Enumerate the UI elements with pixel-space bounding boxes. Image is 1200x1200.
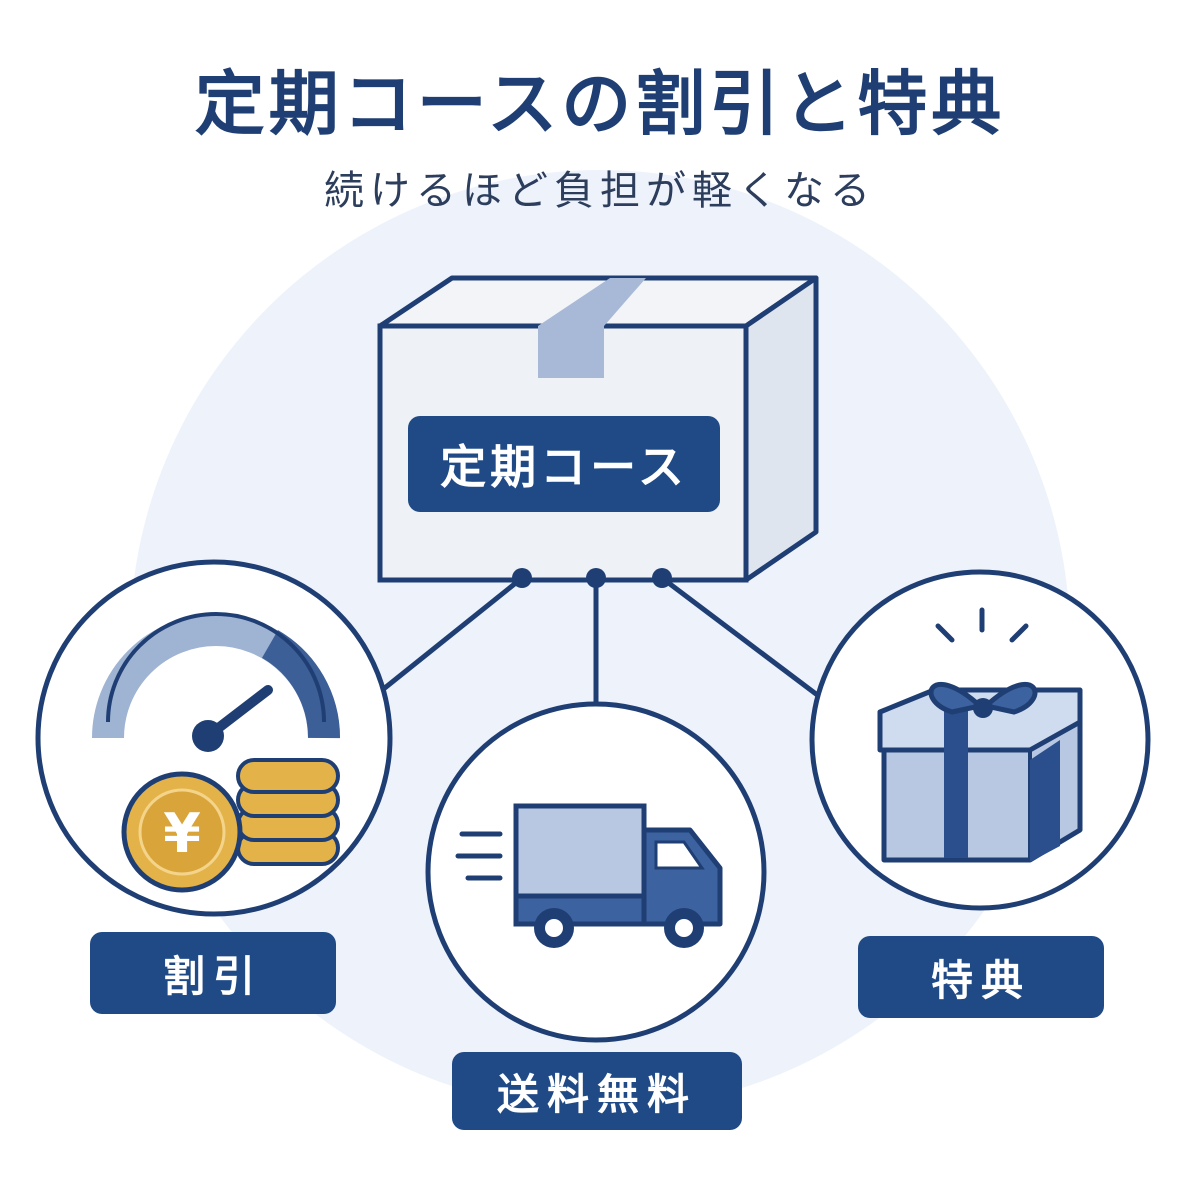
subscription-box-label: 定期コース bbox=[408, 416, 720, 512]
background-circle bbox=[130, 170, 1070, 1110]
discount-label: 割引 bbox=[90, 932, 336, 1014]
gauge-coins-icon: ¥ bbox=[92, 612, 341, 893]
connector-perk bbox=[660, 576, 822, 699]
shipping-circle bbox=[425, 701, 767, 1043]
discount-circle: ¥ bbox=[35, 559, 393, 917]
page-title: 定期コースの割引と特典 bbox=[194, 63, 1006, 145]
page-subtitle: 続けるほど負担が軽くなる bbox=[324, 168, 876, 214]
free-shipping-label: 送料無料 bbox=[452, 1052, 742, 1130]
connector-dot bbox=[586, 568, 606, 588]
gift-box-icon bbox=[877, 607, 1083, 863]
delivery-truck-icon bbox=[455, 803, 723, 948]
svg-text:¥: ¥ bbox=[163, 802, 201, 865]
perk-circle bbox=[809, 569, 1151, 911]
connector-dot bbox=[512, 568, 532, 588]
perk-label: 特典 bbox=[858, 936, 1104, 1018]
connector-lines bbox=[374, 576, 822, 706]
connector-discount bbox=[374, 576, 524, 697]
connector-dot bbox=[652, 568, 672, 588]
